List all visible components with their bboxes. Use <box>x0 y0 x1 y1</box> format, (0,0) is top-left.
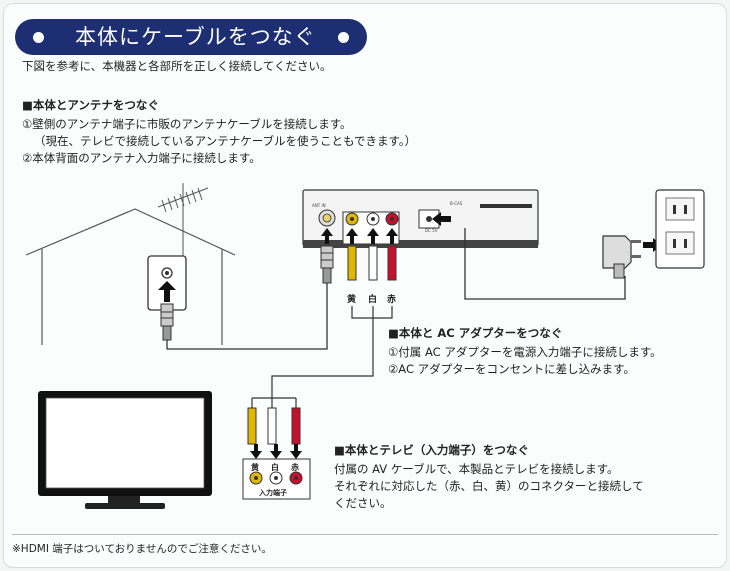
bcas-slot-label: B-CAS <box>450 201 463 206</box>
av-cable-plugs <box>347 245 397 281</box>
tv-heading: ■本体とテレビ（入力端子）をつなぐ <box>334 443 529 457</box>
arrow-down-icon <box>270 444 282 459</box>
tv-line-1: 付属の AV ケーブルで、本製品とテレビを接続します。 <box>334 462 619 476</box>
av-cable <box>251 306 393 408</box>
antenna-note: （現在、テレビで接続しているアンテナケーブルを使うこともできます。） <box>34 134 417 148</box>
antenna-cable <box>166 283 328 350</box>
antenna-device-plug <box>320 245 334 284</box>
ac-step-2: ②AC アダプターをコンセントに差し込みます。 <box>388 362 636 376</box>
tv-jack-label-yellow: 黄 <box>251 462 259 472</box>
arrow-down-icon <box>290 444 302 459</box>
ac-adapter-cable <box>464 228 626 300</box>
antenna-step-1: ①壁側のアンテナ端子に市販のアンテナケーブルを接続します。 <box>22 117 352 131</box>
tv-side-plugs <box>247 407 301 445</box>
bullet-dot-icon <box>33 32 44 43</box>
antenna-cable-plug <box>160 303 174 341</box>
arrow-down-icon <box>250 444 262 459</box>
intro-text: 下図を参考に、本機器と各部所を正しく接続してください。 <box>22 59 332 73</box>
television-icon <box>38 391 212 509</box>
section-title-banner: 本体にケーブルをつなぐ <box>15 19 367 55</box>
ac-adapter-icon <box>602 235 641 279</box>
ac-step-1: ①付属 AC アダプターを電源入力端子に接続します。 <box>388 345 662 359</box>
bullet-dot-icon <box>338 32 349 43</box>
arrow-up-icon <box>346 228 358 244</box>
tv-jack-caption: 入力端子 <box>258 488 287 497</box>
set-top-box-rear: B-CAS DC 5V ANT IN <box>302 189 539 248</box>
plug-label-white: 白 <box>368 293 377 305</box>
tv-antenna-icon <box>157 183 209 257</box>
arrow-up-icon <box>158 281 176 302</box>
antenna-heading: ■本体とアンテナをつなぐ <box>22 98 159 112</box>
tv-input-jack-panel <box>242 458 311 500</box>
plug-label-yellow: 黄 <box>347 293 356 305</box>
ac-heading: ■本体と AC アダプターをつなぐ <box>388 326 563 340</box>
tv-line-2: それぞれに対応した（赤、白、黄）のコネクターと接続して <box>334 479 644 493</box>
arrow-up-icon <box>367 228 379 244</box>
antenna-step-2: ②本体背面のアンテナ入力端子に接続します。 <box>22 151 261 165</box>
tv-line-3: ください。 <box>334 496 392 510</box>
arrow-up-icon <box>321 228 333 244</box>
arrow-left-icon <box>432 212 451 226</box>
antenna-input-label: ANT IN <box>312 203 326 208</box>
plug-label-red: 赤 <box>387 293 396 305</box>
section-title: 本体にケーブルをつなぐ <box>75 25 316 49</box>
house-illustration <box>25 208 236 345</box>
tv-jack-label-white: 白 <box>271 462 279 472</box>
footnote-divider <box>12 534 718 535</box>
arrow-up-icon <box>386 228 398 244</box>
hdmi-footnote: ※HDMI 端子はついておりませんのでご注意ください。 <box>12 543 272 555</box>
tv-jack-label-red: 赤 <box>291 462 299 472</box>
dc-input-label: DC 5V <box>425 228 438 233</box>
wall-outlet-icon <box>655 189 705 269</box>
